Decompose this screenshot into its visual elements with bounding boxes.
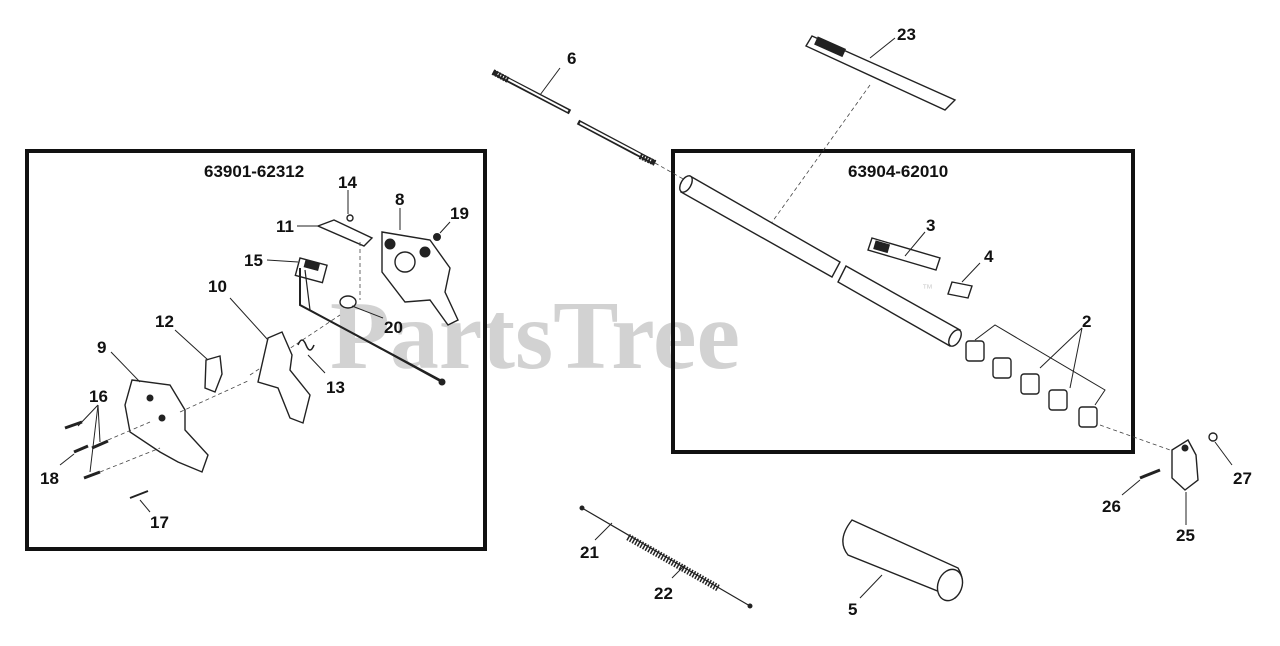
- callout-13[interactable]: 13: [326, 378, 345, 397]
- part-25-clamp[interactable]: [1171, 439, 1199, 491]
- callout-17[interactable]: 17: [150, 513, 169, 532]
- part-12-lever[interactable]: [204, 355, 223, 393]
- part-3-label[interactable]: [867, 237, 941, 271]
- callout-4[interactable]: 4: [984, 247, 994, 266]
- callout-11[interactable]: 11: [276, 217, 294, 236]
- callout-10[interactable]: 10: [208, 277, 227, 296]
- callout-19[interactable]: 19: [450, 204, 469, 223]
- callout-18[interactable]: 18: [40, 469, 59, 488]
- part-18-screw[interactable]: [73, 444, 89, 454]
- callout-2[interactable]: 2: [1082, 312, 1091, 331]
- callout-23[interactable]: 23: [897, 25, 916, 44]
- kit-number-right[interactable]: 63904-62010: [848, 162, 948, 181]
- callout-16[interactable]: 16: [89, 387, 108, 406]
- callout-15[interactable]: 15: [244, 251, 263, 270]
- callout-12[interactable]: 12: [155, 312, 174, 331]
- kit-box-right: [671, 149, 1135, 454]
- callout-20[interactable]: 20: [384, 318, 403, 337]
- part-9-handle-case[interactable]: [124, 379, 209, 473]
- callout-21[interactable]: 21: [580, 543, 599, 562]
- part-15-stop-switch[interactable]: [294, 257, 446, 386]
- part-17-screw[interactable]: [129, 490, 149, 499]
- part-11-lever[interactable]: [316, 219, 374, 247]
- part-14-pin[interactable]: [346, 214, 354, 222]
- part-19-nut[interactable]: [433, 233, 441, 241]
- part-20-spring[interactable]: [339, 295, 357, 309]
- part-27-nut[interactable]: [1208, 432, 1218, 442]
- part-5-handle-grip[interactable]: [842, 519, 967, 604]
- callout-14[interactable]: 14: [338, 173, 357, 192]
- callout-9[interactable]: 9: [97, 338, 106, 357]
- callout-3[interactable]: 3: [926, 216, 935, 235]
- part-8-throttle-housing[interactable]: [381, 231, 459, 326]
- part-22-cable-spring[interactable]: [626, 533, 720, 592]
- kit-number-left[interactable]: 63901-62312: [204, 162, 304, 181]
- part-10-throttle-trigger[interactable]: [257, 331, 311, 424]
- callout-6[interactable]: 6: [567, 49, 576, 68]
- part-6-drive-shaft[interactable]: [491, 69, 657, 166]
- callout-27[interactable]: 27: [1233, 469, 1252, 488]
- part-16-screws[interactable]: [64, 420, 109, 480]
- part-23-label[interactable]: [804, 35, 957, 111]
- callout-22[interactable]: 22: [654, 584, 673, 603]
- callout-8[interactable]: 8: [395, 190, 404, 209]
- part-4-decal[interactable]: [947, 281, 973, 299]
- part-1-shaft-tube[interactable]: [677, 174, 964, 349]
- callout-25[interactable]: 25: [1176, 526, 1195, 545]
- callout-26[interactable]: 26: [1102, 497, 1121, 516]
- part-2-bushings[interactable]: [965, 340, 1098, 428]
- callout-5[interactable]: 5: [848, 600, 857, 619]
- kit-box-left: [25, 149, 487, 551]
- part-13-spring[interactable]: [297, 339, 315, 351]
- part-26-screw[interactable]: [1139, 468, 1161, 480]
- watermark-trademark: ™: [922, 283, 933, 295]
